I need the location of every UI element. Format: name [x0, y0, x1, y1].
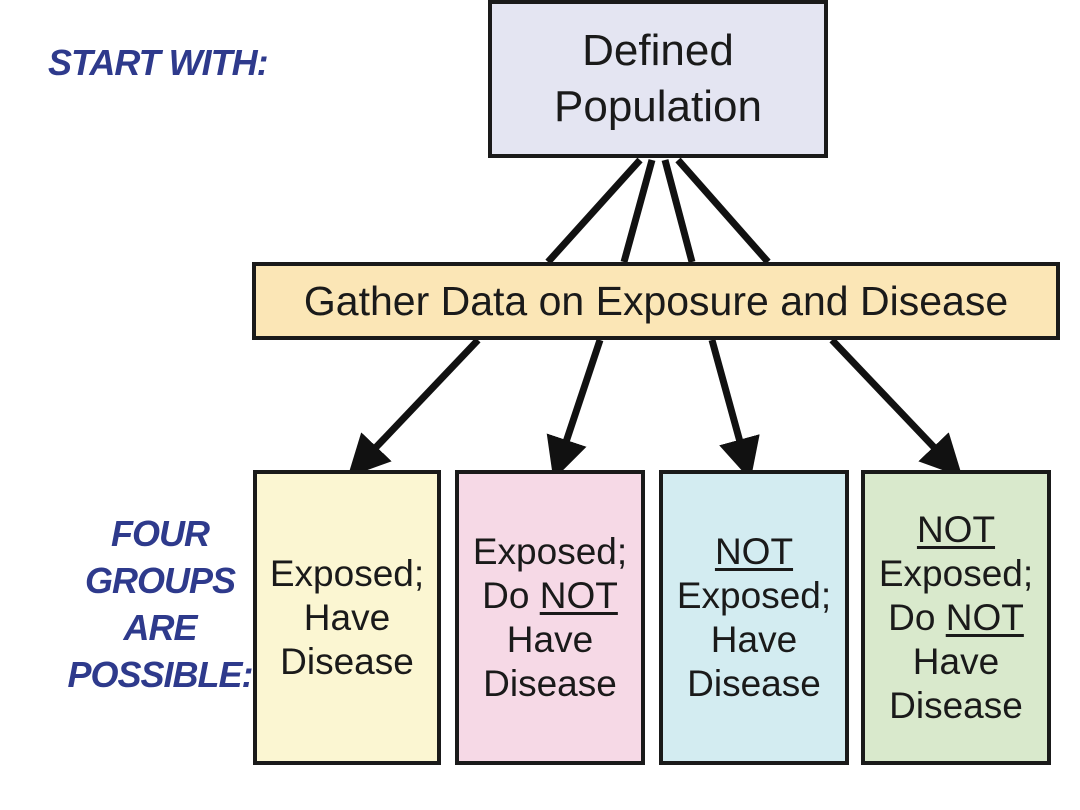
group-line: Disease: [889, 684, 1023, 728]
group-line: NOT: [917, 508, 995, 552]
connector-line: [675, 157, 771, 265]
arrow-to-group-4: [829, 337, 963, 478]
group-line-text: Have: [912, 640, 1000, 682]
group-line: Disease: [280, 640, 414, 684]
group-line: Exposed;: [677, 574, 831, 618]
group-line: Disease: [687, 662, 821, 706]
group-line-text: Exposed;: [472, 530, 628, 572]
group-line-text: Disease: [889, 684, 1023, 726]
group-not-exposed-no-disease: NOT Exposed; Do NOT Have Disease: [861, 470, 1051, 765]
group-line-text: Do: [482, 574, 540, 616]
group-line: NOT: [715, 530, 793, 574]
four-groups-label: FOUR GROUPS ARE POSSIBLE:: [60, 510, 260, 698]
group-line-text: Exposed;: [676, 574, 832, 616]
group-line-underlined: NOT: [945, 596, 1024, 638]
group-line: Have: [711, 618, 797, 662]
group-line-text: Have: [303, 596, 391, 638]
group-line: Exposed;: [879, 552, 1033, 596]
group-line-text: Disease: [280, 640, 414, 682]
gather-data-box: Gather Data on Exposure and Disease: [252, 262, 1060, 340]
group-line-text: Exposed;: [269, 552, 425, 594]
arrow-to-group-1: [347, 337, 481, 478]
group-line-underlined: NOT: [539, 574, 618, 616]
group-line-text: Do: [888, 596, 946, 638]
defined-population-box: Defined Population: [488, 0, 828, 158]
group-exposed-have-disease: Exposed; Have Disease: [253, 470, 441, 765]
group-line-text: Disease: [687, 662, 821, 704]
group-line-text: Have: [506, 618, 594, 660]
connector-line: [545, 157, 643, 265]
group-not-exposed-have-disease: NOT Exposed; Have Disease: [659, 470, 849, 765]
group-exposed-no-disease: Exposed; Do NOT Have Disease: [455, 470, 645, 765]
group-line-underlined: NOT: [714, 530, 794, 572]
connector-line: [620, 159, 656, 263]
population-box-line: Defined: [582, 26, 734, 75]
group-line: Have: [913, 640, 999, 684]
group-line-text: Exposed;: [878, 552, 1034, 594]
group-line: Exposed;: [473, 530, 627, 574]
group-line: Do NOT: [482, 574, 618, 618]
four-groups-label-line: ARE: [123, 607, 197, 648]
arrow-to-group-2: [546, 338, 604, 480]
four-groups-label-line: FOUR: [111, 513, 210, 554]
connector-line: [661, 159, 696, 263]
group-line: Have: [507, 618, 593, 662]
group-line: Disease: [483, 662, 617, 706]
group-line-text: Have: [710, 618, 798, 660]
group-line: Have: [304, 596, 390, 640]
start-with-label: START WITH:: [48, 42, 269, 83]
population-box-line: Population: [554, 82, 762, 131]
arrow-to-group-3: [708, 339, 760, 481]
four-groups-label-line: POSSIBLE:: [67, 654, 253, 695]
gather-data-text: Gather Data on Exposure and Disease: [303, 278, 1009, 324]
four-groups-label-line: GROUPS: [84, 560, 236, 601]
group-line-text: Disease: [483, 662, 617, 704]
group-line: Exposed;: [270, 552, 424, 596]
group-line-underlined: NOT: [916, 508, 996, 550]
group-line: Do NOT: [888, 596, 1024, 640]
